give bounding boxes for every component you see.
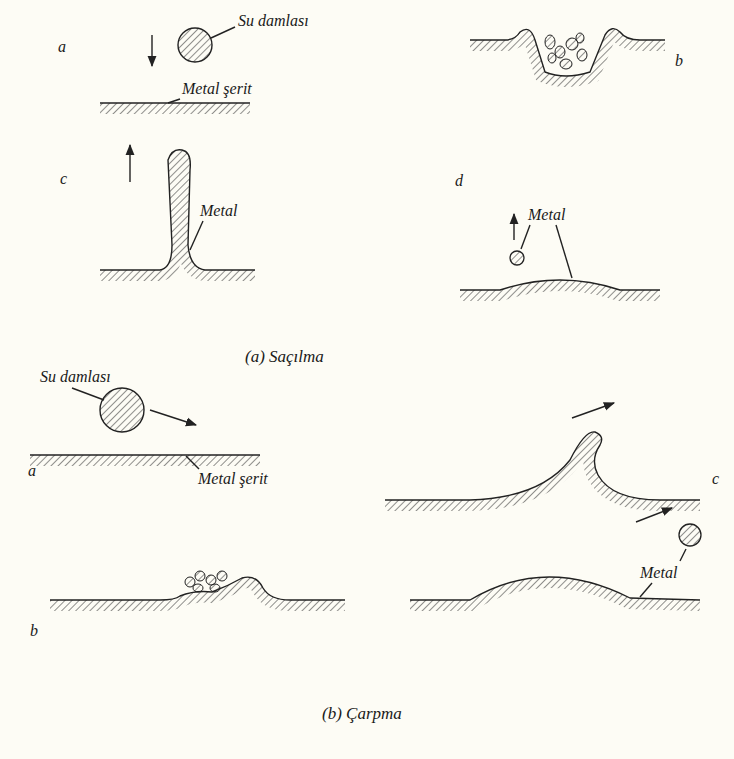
hatch-band: [30, 444, 260, 466]
leader-lines: [72, 27, 686, 597]
drop-label: Su damlası: [40, 368, 111, 386]
metal-hatching: [30, 29, 700, 600]
subfigure-letter: a: [28, 462, 36, 480]
hatch-band: [100, 150, 255, 270]
panel-caption: (a) Saçılma: [245, 348, 324, 366]
drop-label: Su damlası: [238, 12, 309, 30]
subfigure-letter: c: [712, 470, 719, 488]
motion-arrows: [130, 35, 672, 522]
metal-label: Metal: [528, 206, 565, 224]
drop-fragments: [185, 33, 587, 592]
panel-caption: (b) Çarpma: [322, 705, 402, 723]
strip-label: Metal şerit: [182, 80, 252, 98]
strip-label: Metal şerit: [198, 470, 268, 488]
subfigure-letter: c: [60, 170, 67, 188]
metal-surfaces: [30, 29, 700, 600]
metal-label: Metal: [640, 564, 677, 582]
metal-label: Metal: [200, 202, 237, 220]
subfigure-letter: a: [58, 38, 66, 56]
hatch-band: [470, 29, 665, 76]
subfigure-letter: b: [675, 52, 683, 70]
subfigure-letter: b: [30, 622, 38, 640]
hatch-band: [385, 432, 700, 500]
subfigure-letter: d: [455, 172, 463, 190]
water-drops: [100, 28, 701, 546]
hatch-band: [460, 280, 660, 290]
